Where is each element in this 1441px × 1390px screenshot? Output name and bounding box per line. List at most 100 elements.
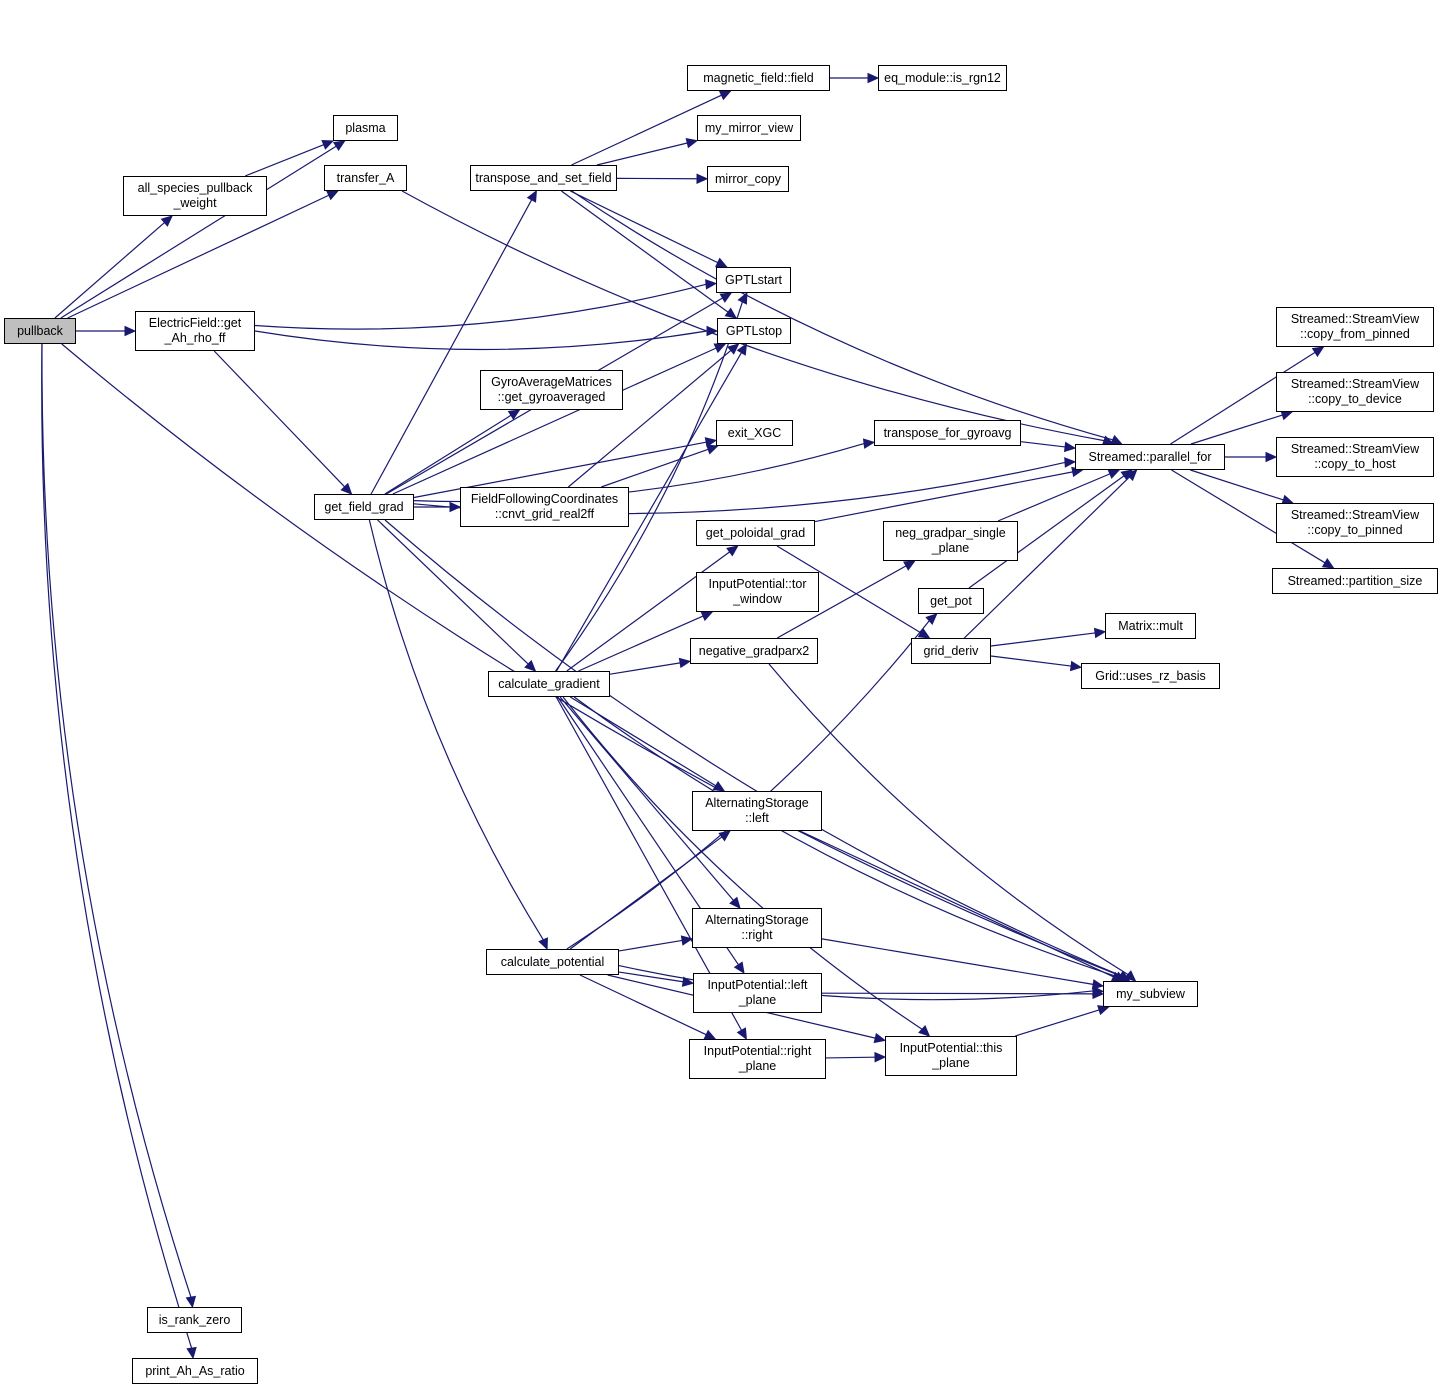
edge-calculate_potential-to-alternatingstorage_right (618, 939, 683, 952)
node-inputpotential-left-plane[interactable]: InputPotential::left _plane (693, 973, 822, 1013)
arrowhead-fieldfollowingcoordinates_cnvt_grid_real2ff-to-gptlstop (727, 343, 740, 355)
arrowhead-calculate_gradient-to-inputpotential_this_plane (918, 1024, 931, 1037)
arrowhead-calculate_potential-to-inputpotential_this_plane (873, 1032, 887, 1044)
arrowhead-calculate_gradient-to-inputpotential_right_plane (736, 1027, 747, 1041)
arrowhead-transpose_and_set_field-to-streamed_parallel_for (1109, 434, 1123, 445)
node-pullback[interactable]: pullback (4, 318, 76, 344)
edge-calculate_gradient-to-inputpotential_this_plane (562, 696, 923, 1030)
arrowhead-pullback-to-electricfield_get_ah_rho_ff (124, 325, 137, 337)
arrowhead-get_field_grad-to-streamed_parallel_for (1064, 457, 1077, 468)
node-neg-gradpar-single-plane[interactable]: neg_gradpar_single _plane (883, 521, 1018, 561)
edge-electricfield_get_ah_rho_ff-to-gptlstop (254, 330, 708, 351)
node-plasma[interactable]: plasma (333, 115, 398, 141)
edge-grid_deriv-to-grid_uses_rz_basis (990, 655, 1072, 667)
edge-transfer_A-to-streamed_parallel_for (401, 190, 1105, 442)
node-grid-uses-rz-basis[interactable]: Grid::uses_rz_basis (1081, 663, 1220, 689)
edge-calculate_potential-to-inputpotential_left_plane (618, 971, 684, 983)
node-inputpotential-right-plane[interactable]: InputPotential::right _plane (689, 1039, 826, 1079)
node-inputpotential-this-plane[interactable]: InputPotential::this _plane (885, 1036, 1017, 1076)
edge-calculate_gradient-to-gptlstop (556, 352, 742, 672)
arrowhead-transpose_and_set_field-to-my_mirror_view (685, 138, 699, 149)
node-my-subview[interactable]: my_subview (1103, 981, 1198, 1007)
node-grid-deriv[interactable]: grid_deriv (911, 638, 991, 664)
arrowhead-fieldfollowingcoordinates_cnvt_grid_real2ff-to-exit_xgc (705, 444, 719, 455)
edge-calculate_gradient-to-my_subview (573, 696, 1117, 977)
node-negative-gradparx2[interactable]: negative_gradparx2 (690, 638, 818, 664)
arrowhead-grid_deriv-to-matrix_mult (1093, 627, 1107, 639)
edge-transpose_and_set_field-to-magnetic_field_field (571, 94, 722, 166)
edge-streamed_parallel_for-to-streamview_copy_to_pinned (1190, 469, 1284, 501)
arrowhead-calculate_gradient-to-inputpotential_left_plane (733, 961, 745, 975)
node-all-species-pullback-weight[interactable]: all_species_pullback _weight (123, 176, 267, 216)
arrowhead-get_field_grad-to-calculate_potential (538, 937, 548, 951)
arrowhead-get_field_grad-to-exit_xgc (704, 437, 718, 448)
edge-neg_gradpar_single_plane-to-streamed_parallel_for (997, 473, 1111, 522)
arrowhead-get_field_grad-to-transpose_and_set_field (526, 189, 537, 203)
arrowhead-calculate_gradient-to-gptlstart (737, 291, 748, 305)
arrowhead-streamed_parallel_for-to-streamview_copy_from_pinned (1311, 346, 1325, 358)
node-alternatingstorage-left[interactable]: AlternatingStorage ::left (692, 791, 822, 831)
node-calculate-gradient[interactable]: calculate_gradient (488, 671, 610, 697)
arrowhead-calculate_gradient-to-alternatingstorage_left (712, 781, 726, 792)
arrowhead-magnetic_field_field-to-eq_module_is_rgn12 (867, 72, 880, 84)
arrowhead-negative_gradparx2-to-my_subview (1124, 970, 1137, 982)
arrowhead-get_field_grad-to-calculate_gradient (524, 659, 537, 672)
edge-streamed_parallel_for-to-streamed_partition_size (1171, 469, 1326, 564)
edge-all_species_pullback_weight-to-plasma (244, 144, 324, 177)
node-gptlstart[interactable]: GPTLstart (716, 267, 791, 293)
node-matrix-mult[interactable]: Matrix::mult (1105, 613, 1196, 639)
node-my-mirror-view[interactable]: my_mirror_view (697, 115, 801, 141)
edge-get_field_grad-to-gyroaveragematrices_get_gyroaveraged (384, 414, 512, 495)
edge-get_poloidal_grad-to-grid_deriv (776, 545, 922, 634)
arrowhead-calculate_gradient-to-gptlstop (736, 342, 748, 356)
edge-negative_gradparx2-to-my_subview (768, 663, 1129, 975)
arrowhead-get_field_grad-to-gptlstart (719, 292, 733, 303)
node-streamview-copy-to-device[interactable]: Streamed::StreamView ::copy_to_device (1276, 372, 1434, 412)
arrowhead-get_field_grad-to-transpose_for_gyroavg (862, 438, 876, 449)
node-mirror-copy[interactable]: mirror_copy (707, 166, 789, 192)
node-transpose-and-set-field[interactable]: transpose_and_set_field (470, 165, 617, 191)
node-fieldfollowingcoordinates-cnvt-grid-real2ff[interactable]: FieldFollowingCoordinates ::cnvt_grid_re… (460, 487, 629, 527)
node-streamed-parallel-for[interactable]: Streamed::parallel_for (1075, 444, 1225, 470)
node-streamview-copy-to-host[interactable]: Streamed::StreamView ::copy_to_host (1276, 437, 1434, 477)
edge-streamed_parallel_for-to-streamview_copy_to_device (1190, 414, 1283, 445)
edge-pullback-to-is_rank_zero (41, 343, 192, 1298)
node-electricfield-get-ah-rho-ff[interactable]: ElectricField::get _Ah_rho_ff (135, 311, 255, 351)
edge-alternatingstorage_left-to-my_subview (799, 830, 1114, 978)
edge-pullback-to-transfer_A (67, 194, 330, 319)
arrowhead-all_species_pullback_weight-to-plasma (321, 139, 335, 150)
arrowhead-get_field_grad-to-gptlstop (713, 343, 727, 354)
arrowhead-electricfield_get_ah_rho_ff-to-gptlstart (705, 279, 718, 290)
node-get-poloidal-grad[interactable]: get_poloidal_grad (696, 520, 815, 546)
node-magnetic-field-field[interactable]: magnetic_field::field (687, 65, 830, 91)
node-is-rank-zero[interactable]: is_rank_zero (147, 1307, 242, 1333)
arrowhead-calculate_potential-to-alternatingstorage_right (680, 935, 694, 946)
node-transfer-a[interactable]: transfer_A (324, 165, 407, 191)
node-print-ah-as-ratio[interactable]: print_Ah_As_ratio (132, 1358, 258, 1384)
node-inputpotential-tor-window[interactable]: InputPotential::tor _window (696, 572, 819, 612)
node-streamed-partition-size[interactable]: Streamed::partition_size (1272, 568, 1438, 594)
node-gptlstop[interactable]: GPTLstop (717, 318, 791, 344)
arrowhead-grid_deriv-to-streamed_parallel_for (1125, 469, 1138, 482)
node-streamview-copy-to-pinned[interactable]: Streamed::StreamView ::copy_to_pinned (1276, 503, 1434, 543)
edge-get_field_grad-to-calculate_gradient (377, 519, 529, 665)
node-streamview-copy-from-pinned[interactable]: Streamed::StreamView ::copy_from_pinned (1276, 307, 1434, 347)
arrowhead-pullback-to-transfer_A (326, 190, 339, 201)
node-calculate-potential[interactable]: calculate_potential (486, 949, 619, 975)
node-transpose-for-gyroavg[interactable]: transpose_for_gyroavg (874, 420, 1021, 446)
arrowhead-calculate_gradient-to-get_poloidal_grad (726, 545, 739, 557)
edge-pullback-to-plasma (60, 145, 337, 319)
node-exit-xgc[interactable]: exit_XGC (716, 420, 793, 446)
edge-get_field_grad-to-calculate_potential (368, 519, 544, 941)
arrowhead-calculate_potential-to-get_pot (925, 613, 938, 625)
edge-calculate_gradient-to-gptlstart (555, 301, 743, 672)
edge-get_pot-to-streamed_parallel_for (968, 475, 1125, 589)
node-get-field-grad[interactable]: get_field_grad (314, 494, 414, 520)
node-get-pot[interactable]: get_pot (918, 588, 984, 614)
edge-calculate_gradient-to-inputpotential_tor_window (578, 615, 704, 672)
node-eq-module-is-rgn12[interactable]: eq_module::is_rgn12 (878, 65, 1007, 91)
arrowhead-pullback-to-print_ah_as_ratio (186, 1346, 197, 1360)
node-gyroaveragematrices-get-gyroaveraged[interactable]: GyroAverageMatrices ::get_gyroaveraged (480, 370, 623, 410)
node-alternatingstorage-right[interactable]: AlternatingStorage ::right (692, 908, 822, 948)
